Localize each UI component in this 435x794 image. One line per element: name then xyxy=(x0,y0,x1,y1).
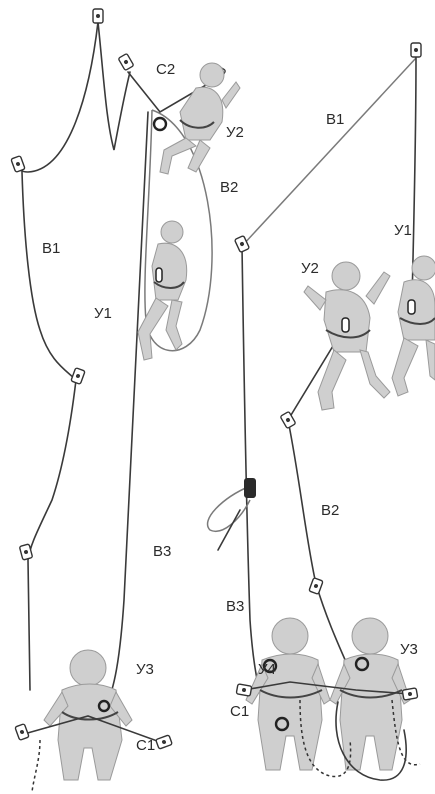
label-left-b2: В2 xyxy=(220,179,238,196)
left-anchor-top xyxy=(93,9,103,23)
label-right-b1: В1 xyxy=(326,111,344,128)
right-climber-y4 xyxy=(246,618,330,770)
label-right-b3: В3 xyxy=(226,598,244,615)
right-anchor-c1-right xyxy=(402,688,418,700)
left-anchor-b1-top xyxy=(11,156,25,173)
label-left-c2: С2 xyxy=(156,61,175,78)
right-rope-coil xyxy=(208,486,250,531)
left-climber-y3 xyxy=(44,650,132,780)
right-anchor-mid xyxy=(280,411,296,428)
label-right-y2: У2 xyxy=(301,260,319,277)
left-scene: С2 У2 В2 В1 У1 В3 У3 С1 xyxy=(11,9,244,792)
left-rope-b3 xyxy=(106,112,148,705)
label-left-y2: У2 xyxy=(226,124,244,141)
label-right-b2: В2 xyxy=(321,502,339,519)
right-device-descender xyxy=(244,478,256,498)
left-anchor-c1-left xyxy=(15,724,29,741)
right-anchor-b2 xyxy=(309,578,323,595)
label-left-c1: С1 xyxy=(136,737,155,754)
label-left-b3: В3 xyxy=(153,543,171,560)
right-rope-b3 xyxy=(242,246,262,700)
right-anchor-top xyxy=(411,43,421,57)
left-rope-long-drop xyxy=(28,380,76,690)
label-left-y3: У3 xyxy=(136,661,154,678)
label-right-c1: С1 xyxy=(230,703,249,720)
right-anchor-c1-left xyxy=(236,684,252,696)
left-rope-b1-swag xyxy=(22,172,76,380)
right-scene: В1 У1 У2 В2 В3 У4 У3 С1 xyxy=(208,43,435,780)
left-rope-tail-dashed xyxy=(32,740,40,792)
right-climber-y2 xyxy=(304,262,390,410)
left-rope-v-swag xyxy=(98,22,130,150)
label-left-b1: В1 xyxy=(42,240,60,257)
label-right-y4: У4 xyxy=(258,661,276,678)
left-anchor-c1-right xyxy=(156,735,173,749)
left-anchor-c2-left xyxy=(118,53,134,70)
label-right-y1: У1 xyxy=(394,222,412,239)
left-anchor-mid xyxy=(71,368,85,385)
right-rope-b1 xyxy=(242,58,416,246)
right-climber-y3 xyxy=(330,618,410,770)
label-left-y1: У1 xyxy=(94,305,112,322)
right-anchor-left xyxy=(235,236,250,253)
label-right-y3: У3 xyxy=(400,641,418,658)
right-climber-y1 xyxy=(392,256,435,396)
left-rope-top-swag xyxy=(18,22,98,172)
